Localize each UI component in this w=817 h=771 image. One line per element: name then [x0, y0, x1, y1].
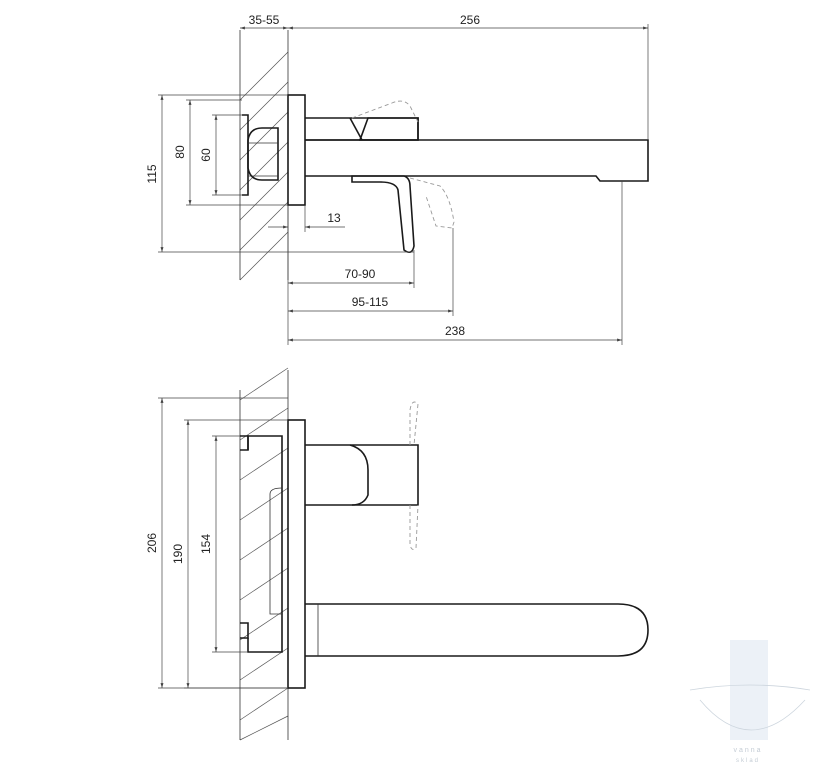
top-view: 35-55 256 115 80 60 13 70-90 95-115	[145, 13, 649, 345]
lever-ghost-up	[351, 100, 419, 123]
spout-top	[305, 139, 649, 182]
lever-ghost-up-side	[409, 401, 419, 446]
handle-cap-side	[349, 444, 369, 506]
lever-ghost-down	[409, 177, 455, 229]
wall-plate-top	[287, 94, 306, 206]
side-view: 206 190 154	[145, 367, 649, 741]
wall-plate-side	[287, 419, 306, 689]
dim-height-inner-side: 154	[199, 534, 213, 554]
watermark-sub: sklad	[736, 758, 760, 764]
concealed-body-side	[247, 435, 283, 653]
concealed-cartridge-top	[247, 127, 279, 181]
handle-body-side	[305, 444, 419, 506]
wall-hatch-side	[239, 367, 289, 741]
dim-overall-length: 256	[460, 13, 480, 27]
dim-plate-offset: 13	[327, 211, 341, 225]
dim-height-plate-top: 80	[173, 145, 187, 159]
spout-side	[305, 603, 649, 657]
watermark-logo: vanna sklad	[689, 640, 811, 764]
watermark-label: vanna	[733, 747, 762, 754]
dim-lever-reach-max: 95-115	[352, 295, 389, 309]
lever-ghost-down-side	[409, 504, 419, 550]
dim-wall-thickness: 35-55	[249, 13, 280, 27]
concealed-body-side-top	[240, 435, 249, 451]
dim-lever-reach: 70-90	[345, 267, 376, 281]
dim-height-inner-top: 60	[199, 148, 213, 162]
dim-spout-length: 238	[445, 324, 465, 338]
dim-height-outer-side: 206	[145, 533, 159, 553]
dim-height-outer-top: 115	[145, 164, 159, 183]
lever-top	[351, 175, 415, 254]
dim-height-plate-side: 190	[171, 544, 185, 564]
